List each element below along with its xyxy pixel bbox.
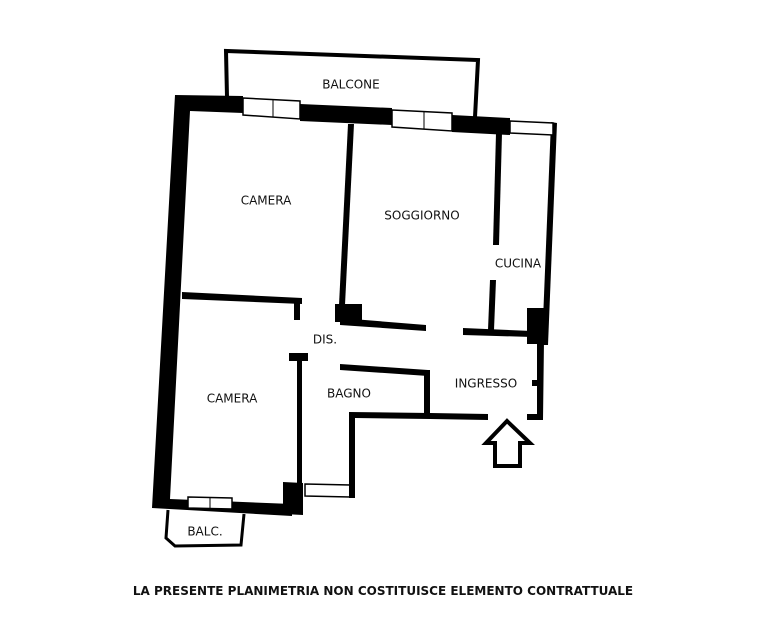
label-camera-1: CAMERA xyxy=(241,194,292,208)
entrance-arrow-icon xyxy=(481,418,535,468)
balcony-top-outline xyxy=(223,48,481,118)
label-bagno: BAGNO xyxy=(327,387,371,401)
label-balcone: BALCONE xyxy=(322,78,380,92)
label-balconcino: BALC. xyxy=(187,525,222,539)
label-soggiorno: SOGGIORNO xyxy=(384,209,459,223)
interior-walls xyxy=(182,124,544,498)
label-camera-2: CAMERA xyxy=(207,392,258,406)
outer-walls xyxy=(152,95,557,516)
label-ingresso: INGRESSO xyxy=(455,377,517,391)
small-balcony-outline xyxy=(164,509,246,548)
windows xyxy=(187,97,554,510)
label-disimpegno: DIS. xyxy=(313,333,337,347)
label-cucina: CUCINA xyxy=(495,257,542,271)
disclaimer-footer: LA PRESENTE PLANIMETRIA NON COSTITUISCE … xyxy=(133,584,633,598)
